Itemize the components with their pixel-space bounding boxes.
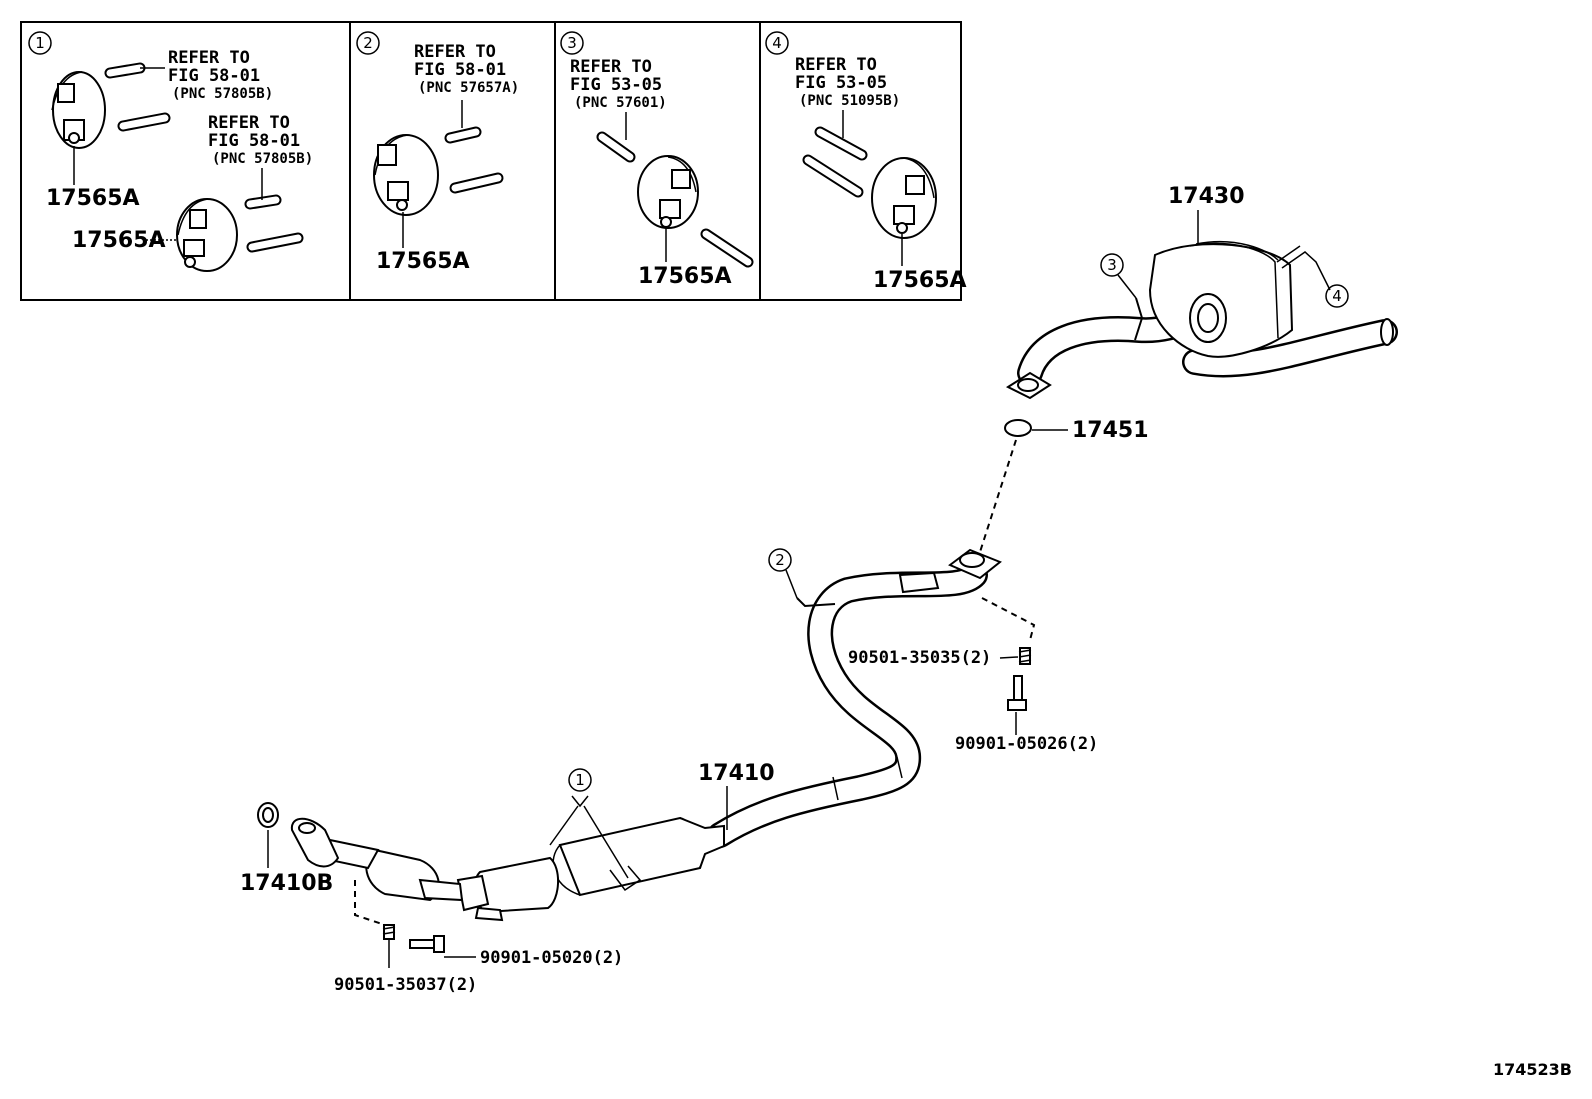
fig-reference: FIG 58-01: [208, 131, 300, 151]
callout-number: 4: [1332, 287, 1342, 305]
rubber-hanger: [637, 155, 699, 229]
leader-line: [583, 805, 629, 879]
callout-circle: [1100, 253, 1124, 277]
spring-icon: [1018, 647, 1032, 665]
fig-reference: FIG 58-01: [168, 66, 260, 86]
part-number-gasket: 17451: [1072, 418, 1149, 443]
leader-line: [999, 656, 1019, 659]
inset-number-circle: [560, 31, 584, 55]
leader-line: [549, 805, 579, 846]
inset-number-circle: [356, 31, 380, 55]
assembly-guide-line: [354, 880, 386, 926]
callout-number: 1: [575, 771, 585, 789]
part-number-front-gasket: 17410B: [240, 871, 333, 896]
illustration-id: 174523B: [1493, 1060, 1572, 1079]
bolt-icon: [1007, 675, 1027, 711]
spring-icon: [382, 924, 396, 940]
inset-panels: [20, 21, 962, 301]
refer-to-label: REFER TO: [570, 57, 652, 77]
inset-number: 4: [772, 34, 782, 52]
part-number: 17565A: [873, 268, 967, 293]
refer-to-label: REFER TO: [208, 113, 290, 133]
inset-1: 1 REFER TO FIG 58-01 (PNC 57805B) REFER …: [28, 31, 313, 272]
callout-number: 2: [775, 551, 785, 569]
catalytic-converter: [558, 816, 703, 897]
pnc-reference: (PNC 57657A): [418, 80, 519, 96]
part-number: 17565A: [638, 264, 732, 289]
fig-reference: FIG 58-01: [414, 60, 506, 80]
assembly-guide-line: [979, 439, 1017, 553]
fig-reference: FIG 53-05: [795, 73, 887, 93]
rubber-hanger: [871, 157, 937, 239]
hanger-rod: [596, 112, 754, 268]
hardware-part-number: 90901-05020(2): [480, 948, 623, 968]
gasket-17451: [1004, 419, 1032, 437]
inset-number: 1: [35, 34, 45, 52]
bolt-icon: [409, 935, 445, 953]
hardware-part-number: 90501-35035(2): [848, 648, 991, 668]
hanger-rod: [802, 110, 868, 198]
callout-number: 3: [1107, 256, 1117, 274]
fig-reference: FIG 53-05: [570, 75, 662, 95]
inset-number-circle: [765, 31, 789, 55]
part-number-front-pipe: 17410: [698, 761, 775, 786]
inset-number: 2: [363, 34, 373, 52]
part-number: 17565A: [46, 186, 140, 211]
leader-line: [785, 569, 798, 599]
pnc-reference: (PNC 51095B): [799, 93, 900, 109]
inset-3: 3 REFER TO FIG 53-05 (PNC 57601) 17565A: [560, 31, 754, 289]
hardware-part-number: 90901-05026(2): [955, 734, 1098, 754]
leader-line: [1117, 274, 1137, 299]
tail-pipe-assembly: [1005, 240, 1398, 400]
hanger-rod: [104, 62, 304, 253]
rubber-hanger: [176, 198, 238, 272]
refer-to-label: REFER TO: [795, 55, 877, 75]
callout-circle: [768, 548, 792, 572]
inset-number: 3: [567, 34, 577, 52]
inset-number-circle: [28, 31, 52, 55]
hanger-rod: [444, 100, 504, 194]
pnc-reference: (PNC 57805B): [212, 151, 313, 167]
refer-to-label: REFER TO: [168, 48, 250, 68]
pnc-reference: (PNC 57805B): [172, 86, 273, 102]
part-number: 17565A: [376, 249, 470, 274]
hardware-part-number: 90501-35037(2): [334, 975, 477, 995]
front-pipe-assembly: [290, 548, 1002, 922]
inset-frame: [20, 21, 962, 301]
assembly-guide-line: [981, 597, 1036, 641]
inset-4: 4 REFER TO FIG 53-05 (PNC 51095B) 17565A: [765, 31, 967, 293]
callout-circle: [568, 768, 592, 792]
rubber-hanger: [51, 71, 106, 149]
pnc-reference: (PNC 57601): [574, 95, 667, 111]
inset-2: 2 REFER TO FIG 58-01 (PNC 57657A) 17565A: [356, 31, 519, 274]
rubber-hanger: [373, 134, 439, 216]
callout-circle: [1325, 284, 1349, 308]
part-number: 17565A: [72, 228, 166, 253]
refer-to-label: REFER TO: [414, 42, 496, 62]
part-number-tail-pipe: 17430: [1168, 184, 1245, 209]
